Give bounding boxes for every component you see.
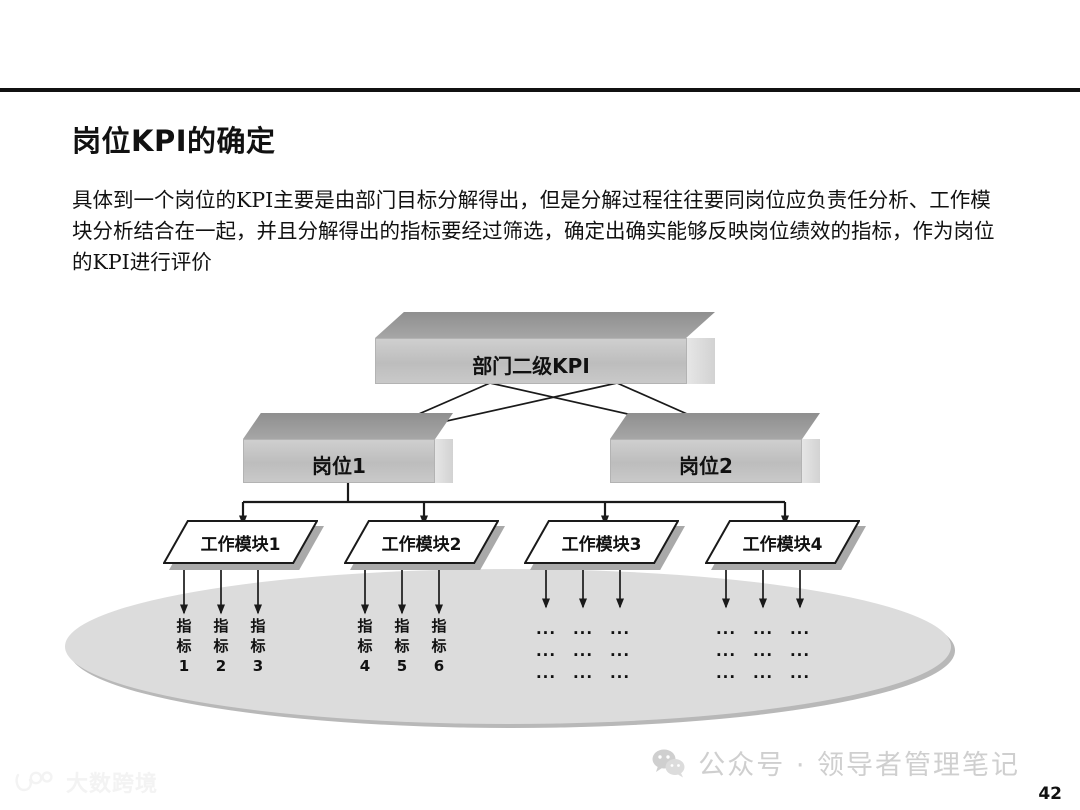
watermark-text: 公众号 · 领导者管理笔记 [698,750,1020,781]
dots-row-2: ... [609,642,631,660]
module-plate [705,520,860,564]
module-plate [163,520,318,564]
box-side-face [802,439,820,483]
indicator-label-6[interactable]: 指 标 6 [428,616,450,676]
box-top-face [243,413,453,439]
dots-row-2: ... [715,642,737,660]
indicator-number: 3 [252,657,264,675]
dots-row-3: ... [715,664,737,682]
dots-row-1: ... [789,620,811,638]
indicator-char-1: 指 [213,617,229,635]
indicator-char-1: 指 [394,617,410,635]
module-outline [705,520,860,564]
indicator-number: 2 [215,657,227,675]
indicator-placeholder-5: ... ... ... [748,618,778,684]
indicator-char-1: 指 [176,617,192,635]
module-label: 工作模块4 [742,534,823,555]
indicator-char-2: 标 [213,637,229,655]
indicator-number: 5 [396,657,408,675]
dots-row-1: ... [572,620,594,638]
indicator-placeholder-3: ... ... ... [605,618,635,684]
indicator-char-2: 标 [250,637,266,655]
indicator-placeholder-1: ... ... ... [531,618,561,684]
indicator-number: 6 [433,657,445,675]
indicator-label-2[interactable]: 指 标 2 [210,616,232,676]
indicator-char-1: 指 [250,617,266,635]
dots-row-3: ... [572,664,594,682]
page-number: 42 [1038,784,1062,804]
box-top-face [375,312,715,338]
brand-logo: 大数跨境 [14,766,158,798]
indicator-pool-ellipse [65,569,951,724]
dots-row-1: ... [609,620,631,638]
indicator-char-2: 标 [394,637,410,655]
indicator-label-4[interactable]: 指 标 4 [354,616,376,676]
module-box-1[interactable]: 工作模块1 [163,520,324,570]
indicator-label-1[interactable]: 指 标 1 [173,616,195,676]
module-outline [524,520,679,564]
indicator-char-2: 标 [431,637,447,655]
box-front-face [610,439,802,483]
indicator-placeholder-6: ... ... ... [785,618,815,684]
dashukuajing-logo-icon [15,771,53,792]
box-department-kpi[interactable]: 部门二级KPI [375,312,715,384]
indicator-number: 4 [359,657,371,675]
indicator-char-2: 标 [176,637,192,655]
dots-row-3: ... [609,664,631,682]
box-label: 部门二级KPI [472,354,590,378]
brand-text: 大数跨境 [66,772,159,797]
dots-row-2: ... [572,642,594,660]
indicator-placeholder-2: ... ... ... [568,618,598,684]
box-side-face [687,338,715,384]
dots-row-1: ... [535,620,557,638]
indicator-number: 1 [178,657,190,675]
page-title: 岗位KPI的确定 [72,124,276,158]
wechat-icon [652,749,685,777]
box-label: 岗位1 [312,454,366,478]
module-plate [344,520,499,564]
module-label: 工作模块2 [381,534,462,555]
indicator-placeholder-4: ... ... ... [711,618,741,684]
indicator-char-1: 指 [431,617,447,635]
indicator-label-5[interactable]: 指 标 5 [391,616,413,676]
module-box-3[interactable]: 工作模块3 [524,520,685,570]
module-label: 工作模块1 [200,534,281,555]
module-outline [163,520,318,564]
module-box-2[interactable]: 工作模块2 [344,520,505,570]
module-plate [524,520,679,564]
footer-watermark: 公众号 · 领导者管理笔记 [652,743,1020,782]
dots-row-1: ... [752,620,774,638]
dots-row-2: ... [789,642,811,660]
module-outline [344,520,499,564]
header-divider [0,88,1080,92]
box-side-face [435,439,453,483]
module-label: 工作模块3 [561,534,642,555]
module-box-4[interactable]: 工作模块4 [705,520,866,570]
box-position-2[interactable]: 岗位2 [610,413,820,483]
body-paragraph: 具体到一个岗位的KPI主要是由部门目标分解得出，但是分解过程往往要同岗位应负责任… [72,188,995,274]
box-label: 岗位2 [679,454,733,478]
dots-row-3: ... [789,664,811,682]
dots-row-3: ... [752,664,774,682]
box-front-face [243,439,435,483]
dots-row-1: ... [715,620,737,638]
dots-row-3: ... [535,664,557,682]
box-top-face [610,413,820,439]
box-front-face [375,338,687,384]
indicator-label-3[interactable]: 指 标 3 [247,616,269,676]
indicator-char-2: 标 [357,637,373,655]
dots-row-2: ... [752,642,774,660]
indicator-char-1: 指 [357,617,373,635]
box-position-1[interactable]: 岗位1 [243,413,453,483]
dots-row-2: ... [535,642,557,660]
